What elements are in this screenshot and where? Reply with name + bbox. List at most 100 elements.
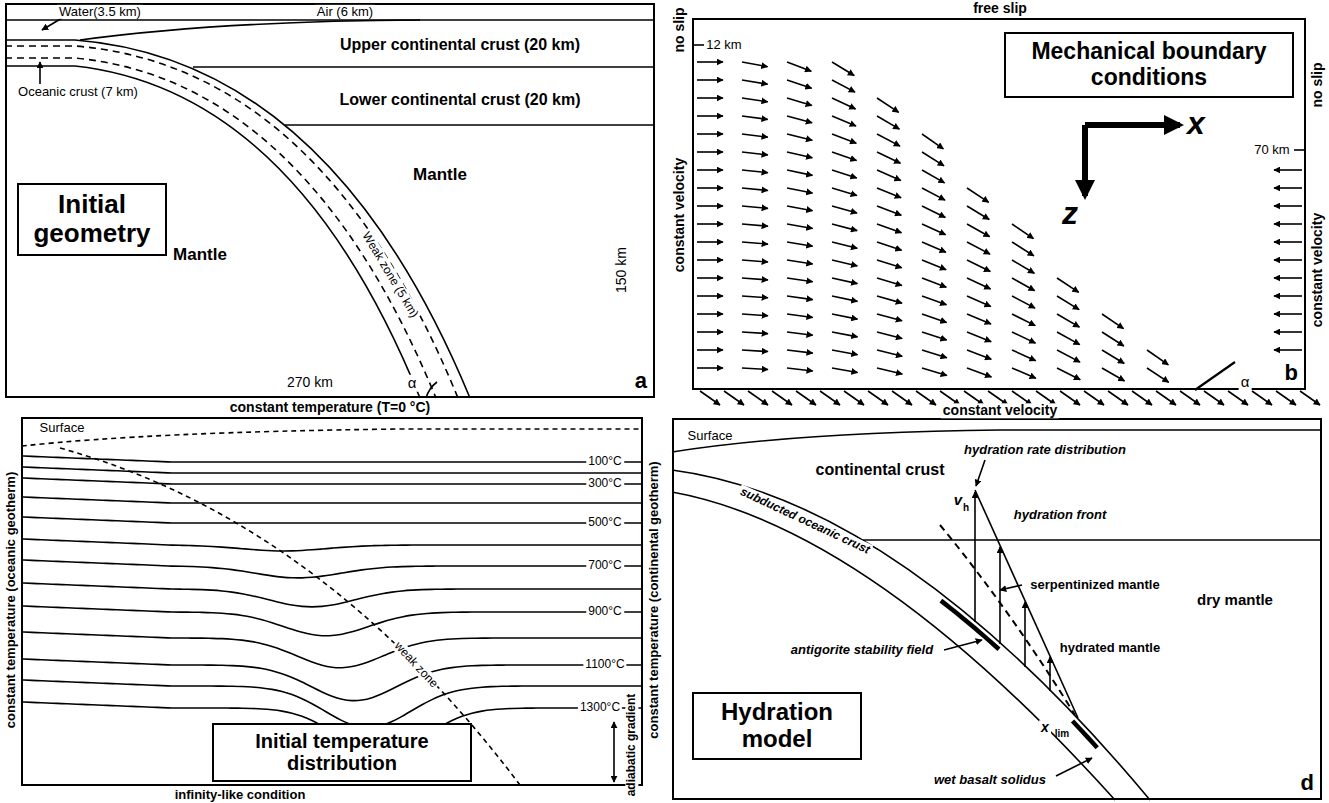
velocity-arrow [742, 206, 768, 208]
velocity-arrow [742, 278, 768, 280]
drawing-line [5, 19, 655, 21]
velocity-arrow [1204, 391, 1224, 405]
figure-label: lim [1055, 728, 1069, 739]
drawing-line [42, 18, 62, 30]
velocity-arrow [787, 134, 812, 140]
velocity-arrow [697, 349, 723, 351]
velocity-arrow [832, 98, 856, 109]
figure-label: no slip [1310, 60, 1325, 109]
drawing-line [1195, 362, 1235, 390]
velocity-arrow [967, 350, 991, 359]
velocity-arrow [877, 224, 901, 233]
velocity-arrow [787, 152, 812, 158]
drawing-line [941, 492, 1097, 748]
velocity-arrow [742, 350, 768, 352]
isotherm-line [22, 497, 642, 503]
figure-label: 150 km [614, 245, 629, 295]
velocity-arrow [697, 187, 723, 189]
velocity-arrow [1228, 391, 1248, 405]
velocity-arrow [748, 391, 768, 405]
velocity-arrow [922, 314, 947, 322]
velocity-arrow [922, 242, 946, 252]
velocity-arrow [1012, 224, 1033, 239]
velocity-arrow [832, 116, 856, 126]
drawing-line [22, 456, 642, 756]
drawing-line [5, 58, 436, 398]
velocity-arrow [1102, 332, 1124, 346]
velocity-arrow [820, 391, 840, 405]
velocity-arrow [1108, 391, 1128, 405]
velocity-arrow [742, 224, 768, 226]
figure-label: Surface [686, 429, 735, 443]
velocity-arrow [832, 242, 857, 248]
isotherm-line [22, 606, 642, 636]
drawing-line [60, 448, 520, 785]
velocity-arrow [832, 368, 858, 373]
title-text: Initial geometry [29, 190, 155, 248]
velocity-arrow [967, 332, 991, 342]
velocity-arrow [697, 223, 723, 225]
velocity-arrow [967, 368, 991, 377]
figure-label: 700°C [586, 559, 624, 572]
drawing-line [944, 640, 982, 650]
figure-label: Oceanic crust (7 km) [16, 85, 140, 99]
panel-frame: aInitial geometry [5, 3, 655, 398]
velocity-arrow [697, 367, 723, 369]
hydration-drawing [672, 430, 1322, 800]
hydration-arrow [999, 547, 1001, 644]
velocity-arrow [916, 391, 936, 405]
velocity-arrow [1147, 368, 1169, 382]
velocity-arrow [787, 278, 813, 282]
drawing-line [975, 490, 1078, 718]
velocity-arrow [1057, 296, 1079, 310]
temperature-drawing [22, 418, 642, 785]
drawing-line [1085, 122, 1180, 128]
velocity-arrow [1274, 331, 1302, 333]
figure-label: α [406, 375, 419, 392]
velocity-arrow [832, 206, 857, 213]
velocity-arrow [700, 391, 720, 405]
velocity-arrow [697, 97, 723, 99]
velocity-arrow [742, 116, 768, 119]
isotherm-line [22, 456, 642, 462]
drawing-line [672, 492, 1115, 800]
velocity-arrow [697, 115, 723, 117]
figure-label: x [1039, 720, 1051, 735]
velocity-arrow [832, 332, 858, 337]
velocity-arrow [832, 260, 857, 266]
velocity-arrow [787, 98, 812, 105]
drawing-line [940, 525, 1075, 715]
drawing-line [863, 539, 1322, 541]
isotherm-line [22, 517, 642, 523]
figure-label: 1100°C [583, 658, 626, 671]
title-text: Mechanical boundary conditions [1016, 39, 1282, 91]
velocity-arrow [1252, 391, 1272, 405]
velocity-arrow [877, 278, 902, 285]
velocity-arrow [697, 277, 723, 279]
velocity-arrow [877, 152, 900, 163]
figure-label: constant temperature (T=0 °C) [228, 400, 432, 415]
velocity-arrow [877, 206, 901, 215]
velocity-arrow [1057, 368, 1080, 380]
velocity-arrow [1300, 391, 1320, 405]
drawing-line [1082, 125, 1088, 196]
velocity-arrow [967, 188, 989, 202]
velocity-arrow [967, 260, 990, 272]
velocity-arrow [1147, 350, 1168, 365]
velocity-arrow [892, 391, 912, 405]
velocity-arrow [922, 260, 946, 270]
velocity-arrow [1012, 350, 1036, 361]
velocity-arrow [787, 170, 812, 175]
isotherm-line [22, 539, 642, 551]
velocity-arrow [1276, 391, 1296, 405]
velocity-arrow [742, 296, 768, 298]
figure-label: no slip [672, 5, 687, 54]
velocity-arrow [877, 116, 899, 129]
velocity-arrow [796, 391, 816, 405]
velocity-arrow [787, 80, 812, 88]
velocity-arrow [1012, 314, 1035, 326]
velocity-arrow [832, 134, 856, 143]
velocity-arrow [742, 62, 768, 67]
title-box: Initial geometry [17, 183, 167, 256]
drawing-line [613, 722, 615, 782]
